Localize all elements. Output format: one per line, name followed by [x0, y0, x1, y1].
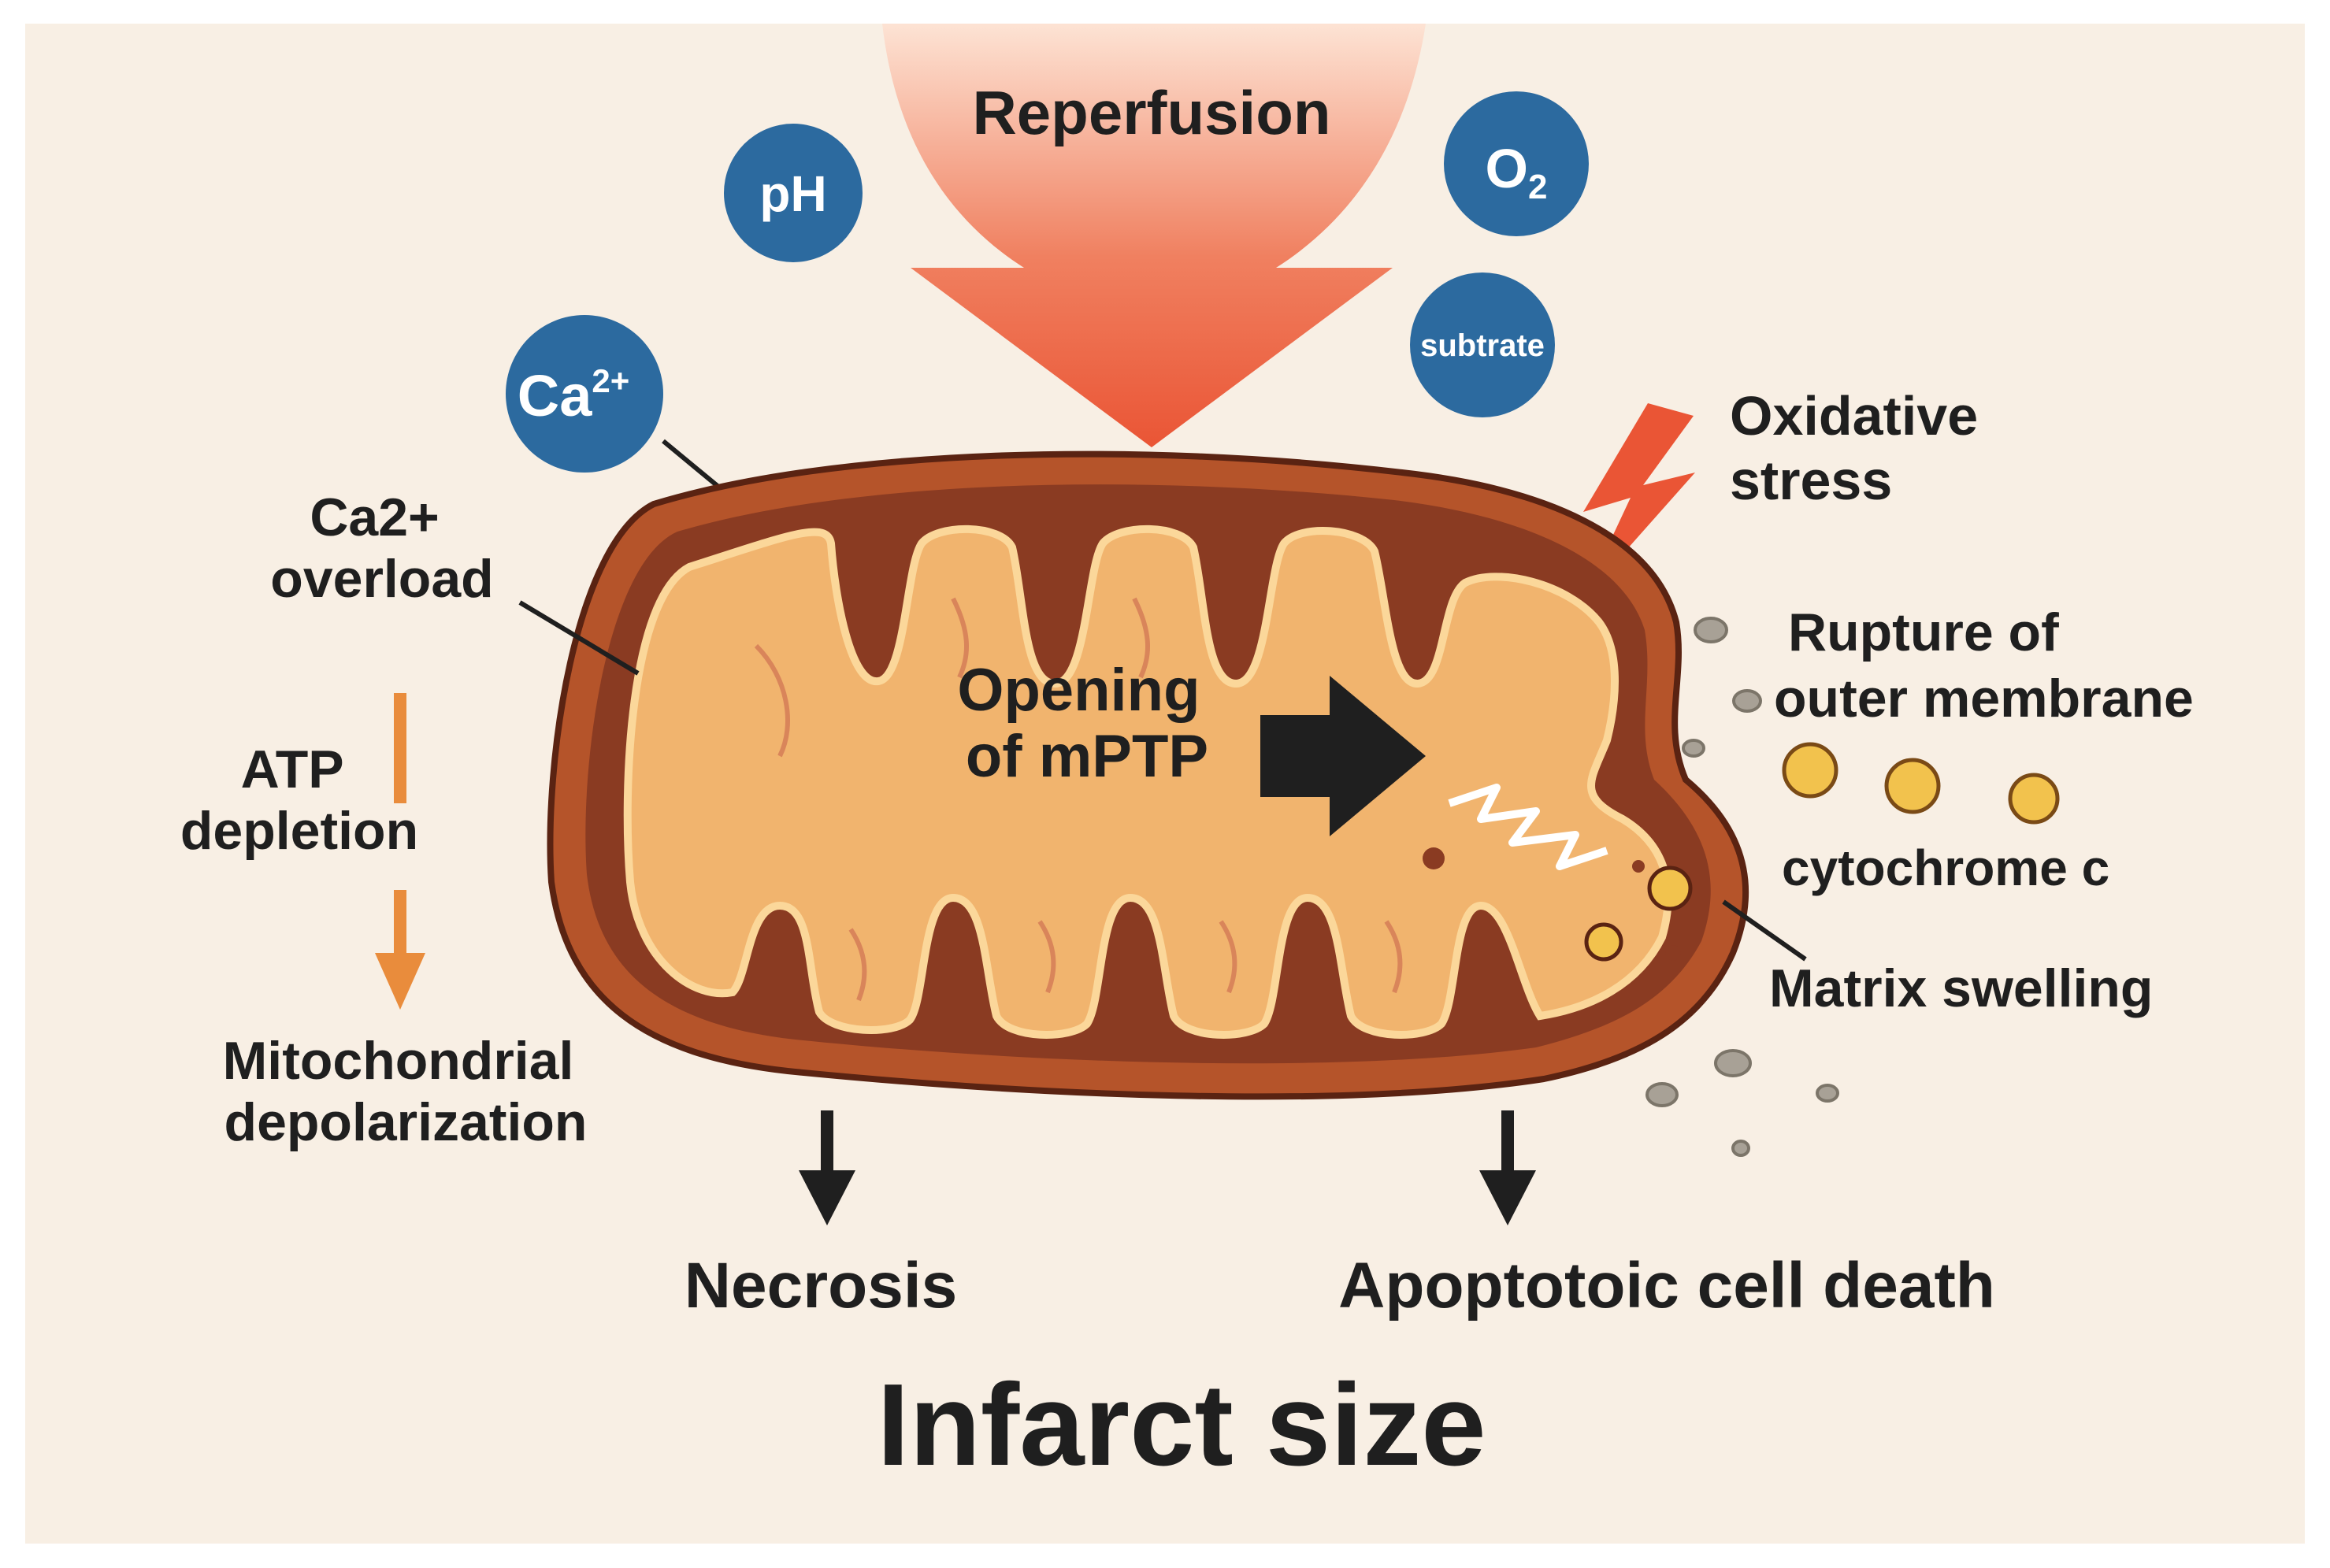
matrix-swelling-pointer [1722, 899, 1807, 962]
o2-bubble: O2 [1444, 91, 1589, 236]
mito-depolarization-label: Mitochondrial depolarization [223, 1031, 589, 1152]
svg-text:O2: O2 [1486, 138, 1548, 206]
apoptotic-label: Apoptotoic cell death [1338, 1250, 1995, 1321]
oxidative-stress-label: Oxidative stress [1730, 385, 1994, 511]
atp-bar [394, 693, 406, 803]
necrosis-label: Necrosis [685, 1250, 957, 1321]
svg-text:Ca2+: Ca2+ [518, 362, 630, 428]
atp-down-arrow [375, 890, 425, 1010]
cytochrome-c-molecules [1782, 742, 2060, 825]
infarct-size-label: Infarct size [877, 1360, 1486, 1490]
ph-bubble: pH [724, 124, 863, 262]
debris [1645, 617, 1839, 1157]
substrate-label: subtrate [1420, 328, 1545, 363]
rupture-crack [1448, 784, 1608, 870]
rupture-label: Rupture of outer membrane [1774, 602, 2194, 728]
necrosis-arrow [799, 1110, 855, 1225]
atp-label: ATP depletion [180, 740, 418, 861]
matrix [623, 525, 1672, 1039]
reperfusion-label: Reperfusion [972, 78, 1330, 147]
mptp-arrow [1260, 676, 1426, 836]
substrate-bubble: subtrate [1410, 272, 1555, 417]
calcium-bubble: Ca2+ [506, 315, 663, 473]
calcium-superscript: 2+ [592, 362, 629, 399]
reperfusion-arrow [882, 24, 1426, 447]
apoptosis-arrow [1479, 1110, 1536, 1225]
ph-label: pH [759, 165, 826, 222]
mitochondrion [547, 450, 1749, 1100]
matrix-swelling-label: Matrix swelling [1769, 958, 2153, 1018]
cytochrome-label: cytochrome c [1782, 840, 2109, 896]
o2-label: O [1486, 138, 1528, 199]
mptp-label: Opening of mPTP [957, 657, 1216, 790]
ca-overload-pointer [518, 600, 640, 676]
ca-overload-label: Ca2+ overload [270, 487, 493, 609]
calcium-label: Ca [518, 363, 592, 428]
o2-subscript: 2 [1528, 168, 1547, 206]
